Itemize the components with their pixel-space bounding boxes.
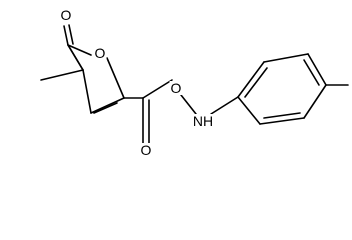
bond-aryl-6-inner	[244, 67, 268, 98]
bond-n-to-aryl	[210, 96, 239, 115]
bond-ch-to-ch-double	[90, 97, 125, 114]
atom-label-lactone-carbonyl-o: O	[59, 7, 73, 23]
bond-ring-carbonyl-c-to-ring-o	[67, 44, 92, 56]
bond-ester-o-to-n	[180, 94, 197, 115]
bond-aryl-2	[259, 117, 305, 125]
bond-aryl-6	[237, 61, 265, 98]
bond-methyl-c-to-ring-carbonyl	[67, 44, 84, 71]
bond-aryl-4-inner	[303, 59, 320, 86]
bond-aryl-2-inner	[263, 112, 301, 119]
bond-methyl-substituent	[40, 69, 84, 81]
bond-ch-to-ch-double-inner	[93, 102, 118, 114]
bond-aryl-1	[237, 96, 261, 125]
bond-aryl-3	[303, 84, 327, 119]
bond-ring-o-to-ch	[106, 57, 125, 99]
atom-label-ring-o: O	[93, 45, 107, 61]
bond-layer	[40, 24, 349, 144]
atom-label-ester-carbonyl-o: O	[139, 142, 153, 158]
atom-label-amine-nh: NH	[191, 113, 215, 129]
bond-aryl-4	[307, 53, 327, 86]
bond-lactone-carbonyl-1	[63, 25, 69, 46]
bond-lactone-carbonyl-2	[68, 24, 74, 45]
bond-ester-c-to-ester-o	[142, 79, 173, 99]
bond-aryl-5	[263, 53, 309, 63]
bond-ch-to-methyl-c	[82, 69, 92, 114]
atom-label-ester-o: O	[169, 80, 183, 96]
